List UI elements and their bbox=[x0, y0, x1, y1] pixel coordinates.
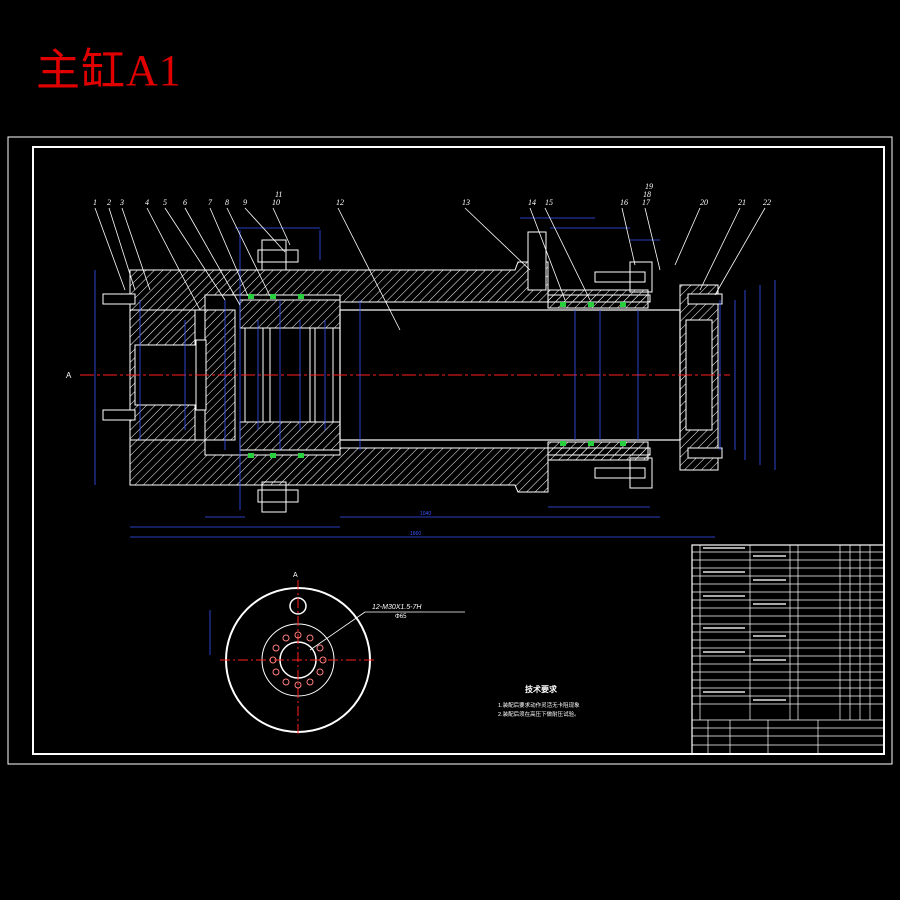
svg-text:3: 3 bbox=[119, 198, 124, 207]
balloon-leaders bbox=[94, 207, 766, 331]
svg-text:10: 10 bbox=[272, 198, 280, 207]
svg-text:4: 4 bbox=[145, 198, 149, 207]
tech-title: 技术要求 bbox=[525, 684, 558, 694]
svg-text:11: 11 bbox=[275, 190, 282, 199]
dimension-texts: 1660 1040 bbox=[410, 511, 431, 537]
dim-inner: 1040 bbox=[420, 511, 431, 517]
seal-rings bbox=[248, 294, 626, 458]
outer-border bbox=[7, 136, 893, 765]
section-mark: A bbox=[66, 371, 72, 380]
svg-text:17: 17 bbox=[642, 198, 651, 207]
svg-text:7: 7 bbox=[208, 198, 213, 207]
svg-text:22: 22 bbox=[763, 198, 771, 207]
end-view-mark: A bbox=[293, 572, 298, 579]
thread-sub: Φ65 bbox=[395, 614, 407, 620]
svg-text:8: 8 bbox=[225, 198, 229, 207]
dimension-lines bbox=[94, 217, 776, 655]
tech-requirements: 技术要求 1.装配后要求动作灵活无卡阻现象 2.装配后须在高压下做耐压试验。 bbox=[498, 684, 580, 718]
cylinder-assembly bbox=[80, 231, 730, 513]
tech-line-2: 2.装配后须在高压下做耐压试验。 bbox=[498, 710, 580, 718]
svg-text:2: 2 bbox=[107, 198, 111, 207]
svg-text:6: 6 bbox=[183, 198, 187, 207]
dim-overall: 1660 bbox=[410, 531, 421, 537]
svg-text:9: 9 bbox=[243, 198, 247, 207]
svg-text:14: 14 bbox=[528, 198, 536, 207]
inner-border bbox=[32, 146, 885, 755]
svg-text:20: 20 bbox=[700, 198, 708, 207]
svg-text:13: 13 bbox=[462, 198, 470, 207]
tech-line-1: 1.装配后要求动作灵活无卡阻现象 bbox=[498, 701, 580, 709]
svg-text:19: 19 bbox=[645, 182, 653, 191]
svg-text:12: 12 bbox=[336, 198, 344, 207]
drawing-title: 主缸A1 bbox=[36, 46, 182, 95]
title-block bbox=[691, 544, 885, 755]
svg-text:18: 18 bbox=[643, 190, 651, 199]
svg-text:16: 16 bbox=[620, 198, 628, 207]
svg-text:21: 21 bbox=[738, 198, 746, 207]
thread-note: 12-M30X1.5-7H bbox=[372, 604, 422, 611]
end-view: 12-M30X1.5-7H Φ65 A bbox=[220, 572, 465, 735]
balloon-labels: 1 2 3 4 5 6 7 8 9 10 11 12 13 14 15 16 1… bbox=[93, 182, 771, 207]
svg-text:5: 5 bbox=[163, 198, 167, 207]
svg-text:1: 1 bbox=[93, 198, 97, 207]
svg-text:15: 15 bbox=[545, 198, 553, 207]
